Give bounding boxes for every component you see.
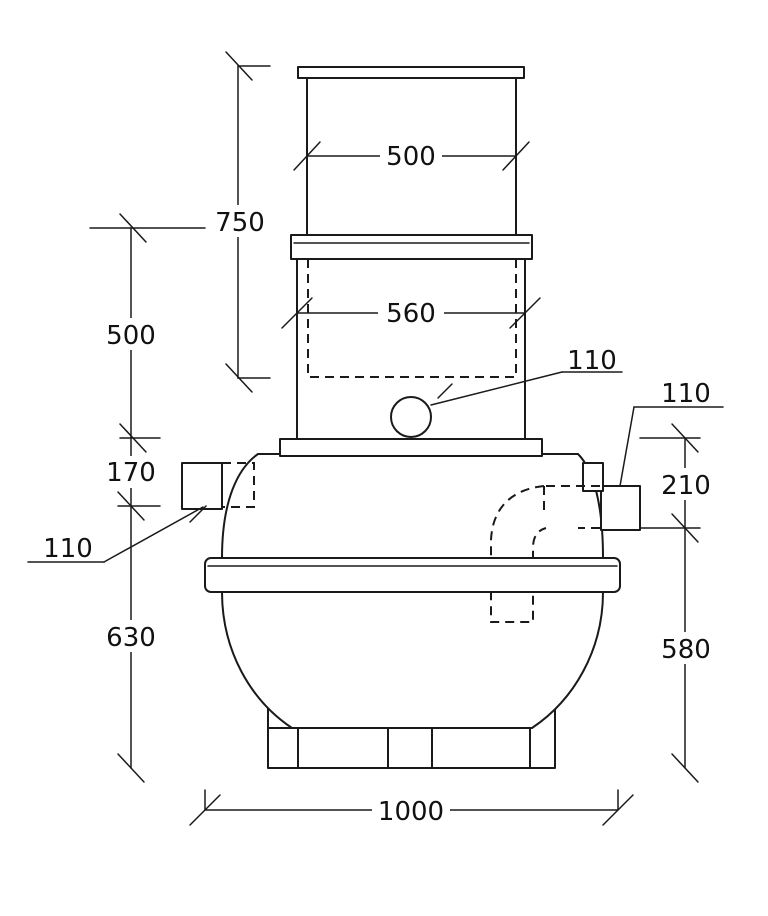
dim-label-170: 170 (106, 458, 156, 488)
dim-inlet-pipe: 110 (27, 505, 207, 564)
inlet-stub (181, 462, 255, 510)
dim-riser-width: 500 (293, 140, 530, 172)
dim-label-210: 210 (661, 471, 711, 501)
dim-label-500-vertical: 500 (106, 321, 156, 351)
dim-outlet-pipe: 110 (619, 379, 724, 487)
dome-collar (279, 438, 543, 457)
dim-lower-riser-height: 500 (89, 213, 206, 453)
dim-label-580: 580 (661, 635, 711, 665)
dim-outlet-height: 210 (639, 423, 716, 543)
dim-label-110-inlet: 110 (43, 534, 93, 564)
dim-label-1000: 1000 (378, 797, 444, 827)
dim-label-500-horizontal: 500 (386, 142, 436, 172)
dim-tank-width: 1000 (189, 789, 634, 827)
tank-flange (204, 557, 621, 593)
dim-label-560: 560 (386, 299, 436, 329)
dim-dome-height: 170 (101, 437, 161, 521)
dim-inspection-pipe: 110 (430, 346, 623, 406)
dim-tank-lower-height: 630 (101, 505, 161, 783)
dim-lower-riser-width: 560 (281, 297, 541, 329)
dim-outlet-base-height: 580 (656, 527, 716, 783)
dim-label-750: 750 (215, 208, 265, 238)
dim-label-110-inspection: 110 (567, 346, 617, 376)
dim-label-110-outlet: 110 (661, 379, 711, 409)
inspection-pipe (390, 396, 432, 438)
dim-label-630: 630 (106, 623, 156, 653)
outlet-stub (582, 462, 641, 531)
tank-body (221, 453, 604, 769)
dim-riser-total-height: 750 (207, 51, 273, 393)
